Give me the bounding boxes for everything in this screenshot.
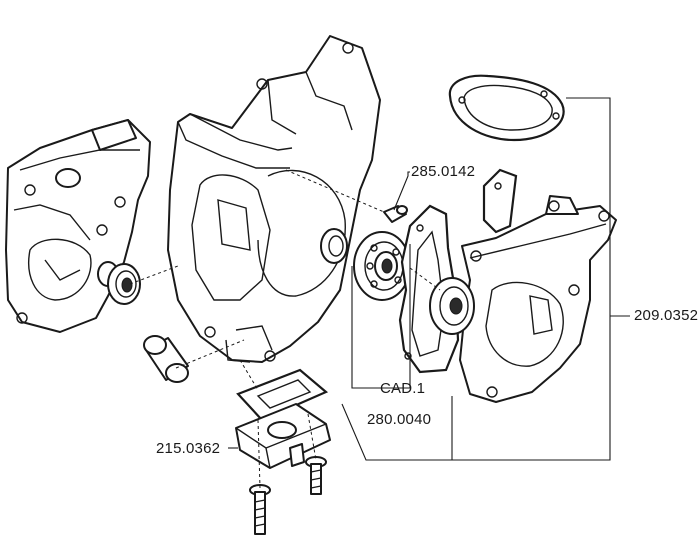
bracket-cad (351, 244, 411, 389)
label-209-0352: 209.0352 (634, 307, 699, 324)
bracket-209 (341, 97, 611, 461)
left-oil-seal (107, 263, 141, 305)
reed-gasket (236, 368, 329, 422)
small-plate (482, 168, 518, 234)
screw-left (249, 484, 271, 535)
right-bearing (429, 277, 475, 335)
centre-crankcase-half (167, 35, 381, 363)
reed-block (235, 403, 331, 469)
screw-right (305, 456, 327, 495)
bushing (143, 335, 189, 383)
label-215-0362: 215.0362 (156, 440, 221, 457)
leader-285 (393, 171, 410, 211)
right-crankcase-half (459, 195, 617, 403)
label-280-0040: 280.0040 (367, 411, 432, 428)
label-285-0142: 285.0142 (411, 163, 476, 180)
cylinder-gasket (448, 74, 565, 142)
dowel-pin (383, 205, 408, 223)
label-cad-1: CAD.1 (380, 380, 426, 397)
